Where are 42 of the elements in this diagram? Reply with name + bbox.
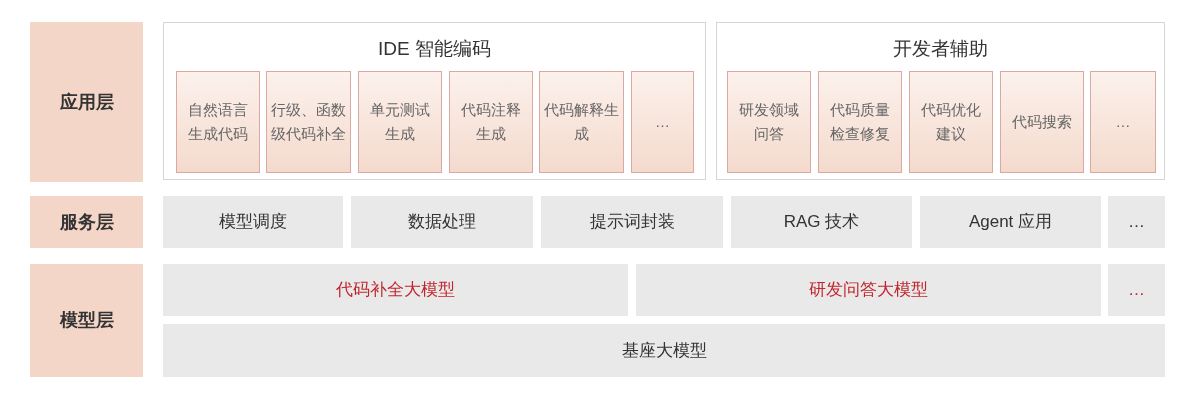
feature-box bbox=[631, 71, 694, 173]
layer-label-box bbox=[30, 22, 143, 182]
feature-box bbox=[727, 71, 811, 173]
box-label: 单元测试生成 bbox=[369, 100, 431, 144]
layer-label-box bbox=[30, 196, 143, 248]
box-label: … bbox=[1128, 211, 1145, 234]
feature-box bbox=[539, 71, 624, 173]
feature-box bbox=[176, 71, 260, 173]
box-label: 模型调度 bbox=[219, 211, 287, 234]
group-panel bbox=[716, 22, 1165, 180]
feature-box bbox=[818, 71, 902, 173]
feature-box bbox=[358, 71, 442, 173]
feature-box bbox=[909, 71, 993, 173]
box-label: … bbox=[1115, 112, 1131, 132]
box-label: 基座大模型 bbox=[621, 339, 707, 362]
box-label: 服务层 bbox=[59, 210, 114, 234]
box-label: 自然语言生成代码 bbox=[187, 100, 249, 144]
box-label: … bbox=[655, 112, 670, 132]
box-label: … bbox=[1128, 279, 1145, 302]
box-label: 行级、函数级代码补全 bbox=[271, 100, 346, 144]
box-label: 代码质量检查修复 bbox=[829, 100, 891, 144]
feature-box bbox=[266, 71, 351, 173]
feature-box bbox=[449, 71, 533, 173]
group-panel bbox=[163, 22, 706, 180]
layer-label-box bbox=[30, 264, 143, 377]
box-label: 代码优化建议 bbox=[920, 100, 982, 144]
panel-title: 开发者辅助 bbox=[892, 37, 989, 61]
box-label: 代码解释生成 bbox=[544, 100, 619, 144]
box-label: 数据处理 bbox=[408, 211, 476, 234]
box-label: Agent 应用 bbox=[968, 211, 1053, 234]
box-label: 代码注释生成 bbox=[460, 100, 522, 144]
feature-box bbox=[1090, 71, 1156, 173]
feature-box bbox=[1000, 71, 1084, 173]
box-label: 研发问答大模型 bbox=[809, 279, 928, 302]
box-label: 提示词封装 bbox=[589, 211, 675, 234]
box-label: RAG 技术 bbox=[783, 211, 860, 234]
box-label: 模型层 bbox=[59, 309, 114, 332]
box-label: 应用层 bbox=[59, 90, 114, 114]
panel-title: IDE 智能编码 bbox=[377, 37, 492, 61]
box-label: 研发领域问答 bbox=[738, 100, 800, 144]
box-label: 代码补全大模型 bbox=[336, 279, 455, 302]
box-label: 代码搜索 bbox=[1012, 112, 1072, 132]
